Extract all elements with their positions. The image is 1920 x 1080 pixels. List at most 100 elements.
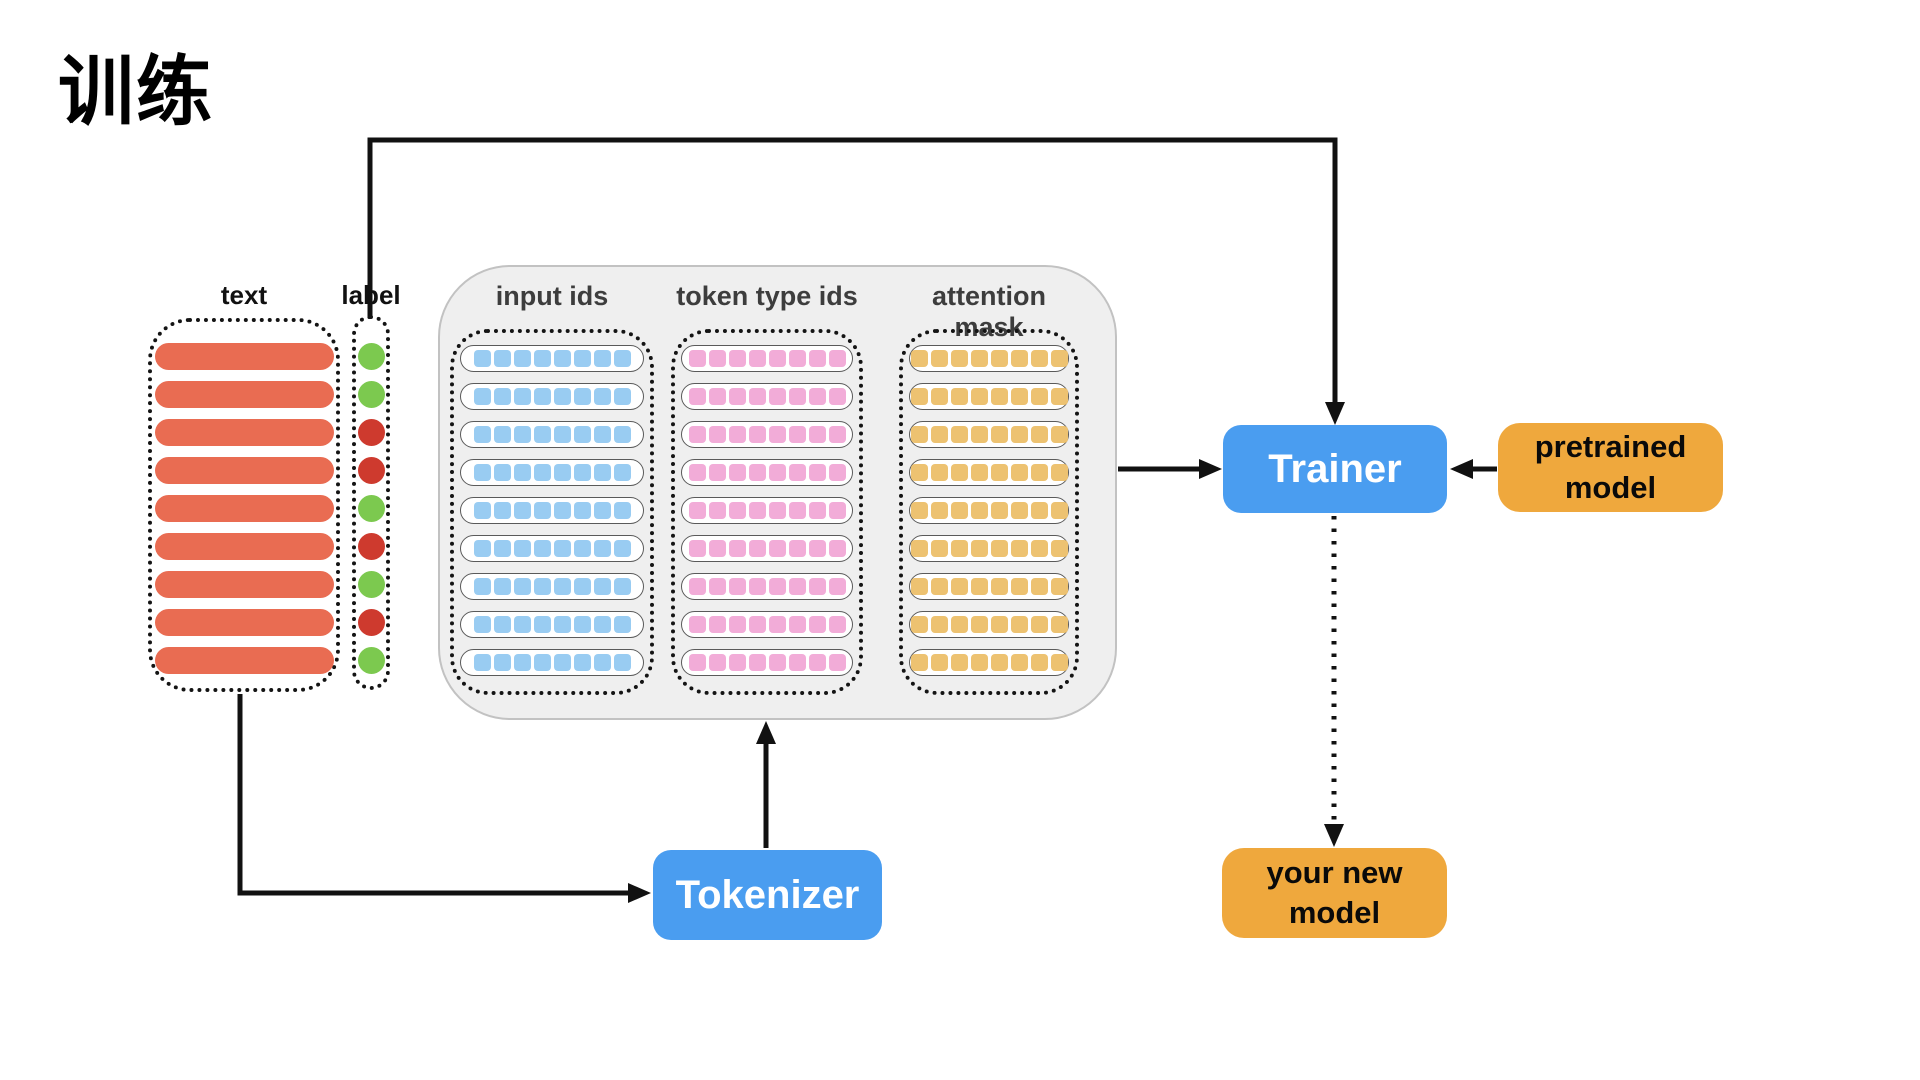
token-type-ids-cell [808, 502, 826, 519]
token-type-ids-cell [708, 654, 726, 671]
input-ids-cell [573, 426, 591, 443]
input-ids-cell [593, 502, 611, 519]
token-type-ids-cell [808, 388, 826, 405]
attention-mask-cell [1010, 540, 1028, 557]
label-dot-green [357, 343, 385, 370]
input-ids-cell [553, 350, 571, 367]
input-ids-row [460, 497, 644, 524]
token-type-ids-cell [788, 388, 806, 405]
attention-mask-cell [1010, 616, 1028, 633]
attention-mask-cell [970, 502, 988, 519]
token-type-ids-cell [788, 578, 806, 595]
input-ids-cell [613, 388, 631, 405]
input-ids-cell [533, 426, 551, 443]
label-dot-red [357, 457, 385, 484]
token-type-ids-cell [748, 464, 766, 481]
input-ids-cell [573, 502, 591, 519]
token-type-ids-cell [688, 616, 706, 633]
attention-mask-cell [1030, 540, 1048, 557]
input-ids-cell [513, 350, 531, 367]
input-ids-cell [593, 464, 611, 481]
input-ids-cell [513, 426, 531, 443]
input-ids-cell [593, 578, 611, 595]
token-type-ids-cell [788, 616, 806, 633]
attention-mask-cell [990, 426, 1008, 443]
label-dot-red [357, 419, 385, 446]
attention-mask-cell [950, 616, 968, 633]
input-ids-cell [513, 654, 531, 671]
input-ids-cell [553, 502, 571, 519]
attention-mask-cell [970, 616, 988, 633]
input-ids-cell [593, 350, 611, 367]
attention-mask-row [909, 649, 1069, 676]
attention-mask-row [909, 497, 1069, 524]
text-sample-pill [154, 609, 334, 636]
input-ids-row [460, 535, 644, 562]
tokenizer-node: Tokenizer [653, 850, 882, 940]
token-type-ids-cell [828, 540, 846, 557]
input-ids-cell [493, 464, 511, 481]
column-box-token-type-ids [671, 329, 863, 695]
token-type-ids-cell [788, 464, 806, 481]
token-type-ids-cell [788, 654, 806, 671]
attention-mask-cell [1050, 388, 1068, 405]
token-type-ids-cell [748, 388, 766, 405]
token-type-ids-cell [768, 540, 786, 557]
token-type-ids-cell [808, 540, 826, 557]
trainer-node: Trainer [1223, 425, 1447, 513]
input-ids-cell [513, 388, 531, 405]
attention-mask-cell [930, 388, 948, 405]
text-sample-pill [154, 647, 334, 674]
arrow-text-to-tokenizer [237, 694, 651, 903]
attention-mask-cell [970, 464, 988, 481]
token-type-ids-cell [768, 654, 786, 671]
label-column-label: label [341, 280, 401, 310]
attention-mask-cell [990, 654, 1008, 671]
token-type-ids-row [681, 573, 853, 600]
attention-mask-cell [950, 464, 968, 481]
attention-mask-cell [930, 464, 948, 481]
token-type-ids-cell [688, 654, 706, 671]
attention-mask-cell [1030, 616, 1048, 633]
attention-mask-cell [930, 616, 948, 633]
input-ids-row [460, 573, 644, 600]
attention-mask-cell [930, 502, 948, 519]
input-ids-cell [473, 426, 491, 443]
input-ids-cell [553, 654, 571, 671]
token-type-ids-row [681, 535, 853, 562]
attention-mask-row [909, 611, 1069, 638]
attention-mask-cell [1050, 426, 1068, 443]
attention-mask-row [909, 383, 1069, 410]
attention-mask-cell [1010, 502, 1028, 519]
input-ids-cell [573, 388, 591, 405]
token-type-ids-cell [828, 388, 846, 405]
attention-mask-cell [910, 654, 928, 671]
input-ids-cell [593, 616, 611, 633]
attention-mask-cell [970, 426, 988, 443]
token-type-ids-cell [828, 464, 846, 481]
attention-mask-cell [930, 654, 948, 671]
input-ids-cell [493, 388, 511, 405]
attention-mask-cell [970, 540, 988, 557]
attention-mask-cell [1030, 654, 1048, 671]
input-ids-cell [613, 426, 631, 443]
input-ids-cell [553, 616, 571, 633]
input-ids-cell [613, 540, 631, 557]
token-type-ids-cell [688, 350, 706, 367]
attention-mask-cell [1010, 654, 1028, 671]
input-ids-cell [613, 464, 631, 481]
attention-mask-cell [990, 578, 1008, 595]
attention-mask-cell [1050, 502, 1068, 519]
token-type-ids-cell [748, 654, 766, 671]
attention-mask-cell [950, 350, 968, 367]
label-dot-green [357, 571, 385, 598]
attention-mask-cell [1030, 426, 1048, 443]
token-type-ids-cell [708, 540, 726, 557]
input-ids-cell [553, 540, 571, 557]
token-type-ids-cell [828, 578, 846, 595]
input-ids-cell [513, 502, 531, 519]
token-type-ids-cell [688, 540, 706, 557]
text-sample-pill [154, 381, 334, 408]
